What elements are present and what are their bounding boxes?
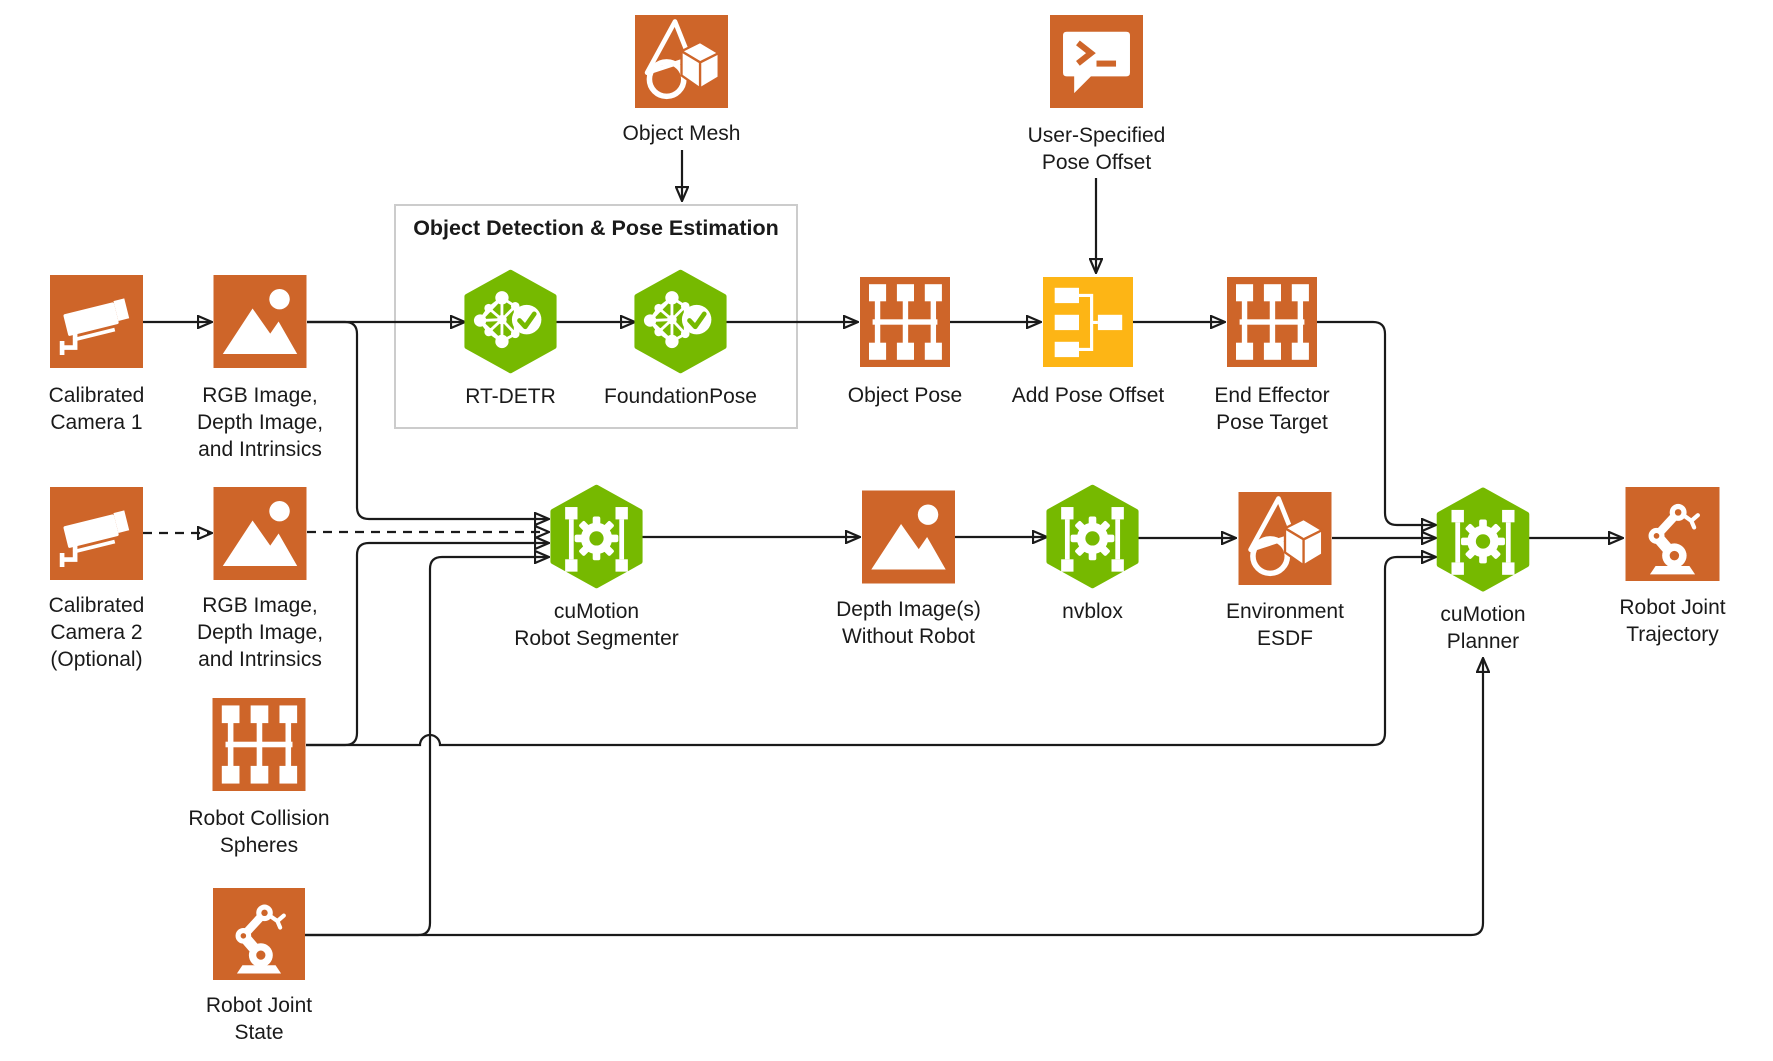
- image-icon: [862, 490, 955, 584]
- node-label: Robot Joint Trajectory: [1619, 596, 1726, 646]
- node-foundationpose: FoundationPose: [604, 269, 757, 408]
- node-environment-esdf: Environment ESDF: [1226, 492, 1344, 650]
- mesh-shapes-icon: [1238, 492, 1332, 585]
- node-depth-images-without-robot: Depth Image(s) Without Robot: [836, 490, 981, 648]
- node-label: Environment ESDF: [1226, 600, 1344, 650]
- gear-hexagon-icon: [1435, 487, 1531, 592]
- node-label: End Effector Pose Target: [1214, 384, 1330, 434]
- pose-graph-icon: [1227, 276, 1317, 368]
- node-calibrated-camera-2: Calibrated Camera 2 (Optional): [49, 487, 144, 671]
- node-robot-joint-state: Robot Joint State: [206, 888, 312, 1044]
- node-robot-joint-trajectory: Robot Joint Trajectory: [1619, 487, 1726, 646]
- terminal-bubble-icon: [1050, 15, 1143, 108]
- node-label: Depth Image(s) Without Robot: [836, 598, 981, 648]
- node-label: cuMotion Robot Segmenter: [514, 600, 679, 650]
- gear-hexagon-icon: [549, 484, 644, 589]
- node-label: Calibrated Camera 2 (Optional): [48, 594, 145, 671]
- node-rgb-depth-intrinsics-1: RGB Image, Depth Image, and Intrinsics: [197, 275, 323, 461]
- node-label: Object Pose: [847, 384, 963, 407]
- gear-hexagon-icon: [1045, 484, 1140, 589]
- node-label: RT-DETR: [465, 385, 556, 408]
- robot-arm-icon: [1625, 487, 1720, 581]
- node-label: Robot Joint State: [205, 994, 313, 1044]
- group-box-title: Object Detection & Pose Estimation: [413, 216, 779, 240]
- robot-arm-icon: [213, 888, 305, 980]
- node-label: RGB Image, Depth Image, and Intrinsics: [196, 384, 324, 461]
- merge-diagram-icon: [1043, 276, 1133, 368]
- node-nvblox: nvblox: [1045, 484, 1140, 623]
- node-label: Robot Collision Spheres: [188, 807, 330, 857]
- neural-network-check-icon: [463, 269, 558, 374]
- pose-graph-icon: [860, 276, 950, 368]
- edge-rgb1-segmenter: [307, 320, 548, 519]
- node-object-pose: Object Pose: [848, 276, 962, 407]
- node-user-specified-pose-offset: User-Specified Pose Offset: [1028, 15, 1165, 174]
- mesh-shapes-icon: [635, 15, 728, 108]
- node-rgb-depth-intrinsics-2: RGB Image, Depth Image, and Intrinsics: [197, 487, 323, 671]
- node-label: cuMotion Planner: [1440, 603, 1526, 653]
- node-label: RGB Image, Depth Image, and Intrinsics: [196, 594, 324, 671]
- node-label: Calibrated Camera 1: [48, 384, 145, 434]
- node-end-effector-pose-target: End Effector Pose Target: [1214, 276, 1330, 434]
- node-object-mesh: Object Mesh: [623, 15, 740, 145]
- edge-jointstate-planner: [305, 659, 1483, 937]
- node-robot-collision-spheres: Robot Collision Spheres: [188, 698, 330, 857]
- node-label: nvblox: [1062, 600, 1123, 623]
- image-icon: [213, 275, 307, 368]
- edge-collision-planner: [306, 557, 1435, 747]
- node-add-pose-offset: Add Pose Offset: [1012, 276, 1164, 407]
- pose-graph-icon: [212, 698, 306, 791]
- node-cumotion-robot-segmenter: cuMotion Robot Segmenter: [514, 484, 679, 650]
- node-rt-detr: RT-DETR: [463, 269, 558, 408]
- image-icon: [213, 487, 307, 580]
- cctv-camera-icon: [50, 275, 143, 368]
- neural-network-check-icon: [633, 269, 728, 374]
- edge-eetarget-planner: [1317, 320, 1435, 525]
- node-calibrated-camera-1: Calibrated Camera 1: [49, 275, 144, 434]
- node-label: Object Mesh: [622, 122, 741, 145]
- cctv-camera-icon: [50, 487, 143, 580]
- node-label: FoundationPose: [604, 385, 757, 408]
- node-label: User-Specified Pose Offset: [1027, 124, 1166, 174]
- node-label: Add Pose Offset: [1011, 384, 1165, 407]
- node-cumotion-planner: cuMotion Planner: [1435, 487, 1531, 653]
